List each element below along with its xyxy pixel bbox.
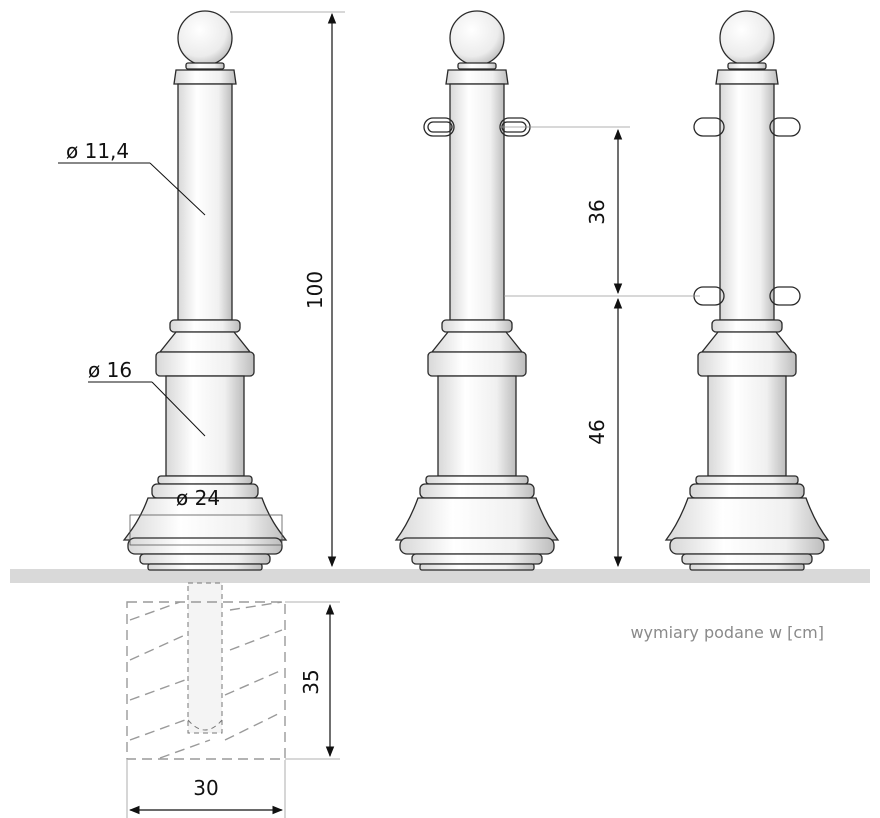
dim-total-height: 100	[303, 271, 327, 309]
chain-rings-upper	[693, 117, 801, 137]
dim-foundation-width: 30	[193, 776, 218, 800]
dim-lower-height: 46	[585, 419, 609, 444]
bollard-3	[664, 10, 830, 571]
bollard-1	[122, 10, 288, 571]
dim-foundation-depth: 35	[299, 669, 323, 694]
dim-middle-diameter: ø 16	[88, 358, 132, 382]
dim-foundation-width-line	[126, 760, 286, 818]
ground-line	[10, 569, 870, 583]
leader-shaft	[58, 162, 206, 216]
dim-base-diameter: ø 24	[176, 486, 220, 510]
foundation-block	[126, 601, 286, 760]
dim-chain-spacing-line	[500, 126, 700, 297]
units-note: wymiary podane w [cm]	[630, 623, 824, 642]
dim-chain-spacing: 36	[585, 199, 609, 224]
dim-foundation-depth-line	[285, 601, 340, 760]
chain-ring-left	[423, 117, 455, 137]
bollard-2	[394, 10, 560, 571]
dim-total-height-line	[230, 11, 345, 568]
dim-shaft-diameter: ø 11,4	[66, 139, 129, 163]
base-outline	[129, 514, 283, 546]
leader-middle	[88, 381, 206, 437]
anchor-pin	[187, 582, 223, 734]
